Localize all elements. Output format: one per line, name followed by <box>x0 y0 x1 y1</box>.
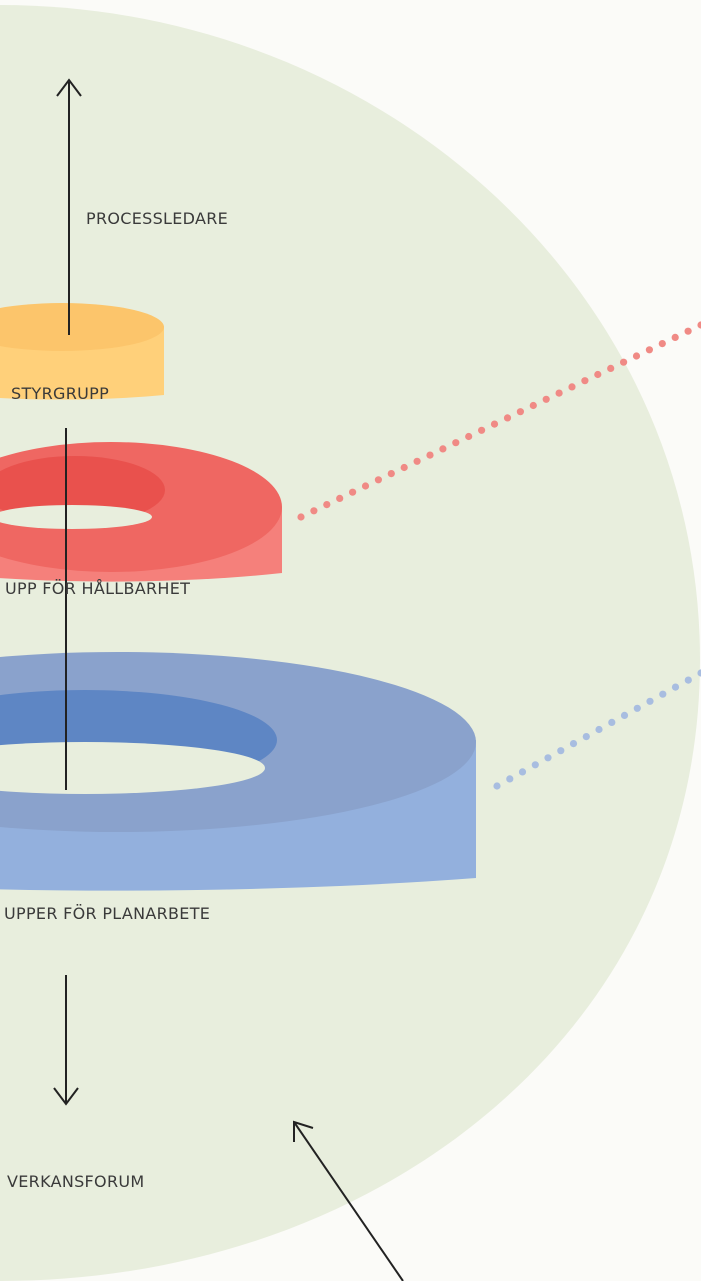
dot <box>608 718 616 727</box>
dot <box>531 761 539 769</box>
dot <box>413 457 421 465</box>
label-planarbete: UPPER FÖR PLANARBETE <box>4 904 210 923</box>
dot <box>490 420 499 428</box>
dot <box>503 414 512 422</box>
dot <box>336 494 344 502</box>
dot <box>632 352 641 360</box>
arrow-down-icon <box>53 1087 79 1106</box>
arrow-up-icon <box>56 78 82 97</box>
disc-styrgrupp <box>0 303 164 400</box>
ring-hallbarhet <box>0 442 282 582</box>
dot <box>478 426 486 434</box>
dot <box>387 470 395 478</box>
dot <box>697 669 701 677</box>
background-half-circle <box>0 5 700 1281</box>
dot <box>582 733 590 741</box>
dot <box>542 395 550 403</box>
dot <box>297 513 305 521</box>
dot <box>310 507 318 515</box>
dot <box>645 346 654 354</box>
dot <box>516 408 525 416</box>
dot <box>697 321 701 329</box>
dot <box>452 439 460 447</box>
dot <box>658 340 666 348</box>
dot <box>349 488 357 496</box>
dot <box>659 690 667 698</box>
dot <box>557 747 565 755</box>
dot <box>684 676 692 684</box>
dot <box>684 327 692 335</box>
label-styrgrupp: STYRGRUPP <box>11 384 109 403</box>
label-verkansforum: VERKANSFORUM <box>7 1172 144 1191</box>
blue-dotted-line <box>493 669 701 790</box>
dot <box>581 377 589 385</box>
dot <box>568 383 576 391</box>
dot <box>439 445 447 453</box>
dot <box>323 501 331 509</box>
dot <box>465 432 473 441</box>
dot <box>620 358 628 366</box>
label-processledare: PROCESSLEDARE <box>86 209 228 228</box>
dot <box>529 401 537 410</box>
dot <box>646 697 654 705</box>
dot <box>544 754 552 762</box>
dot <box>518 768 527 776</box>
label-hallbarhet: UPP FÖR HÅLLBARHET <box>5 579 190 598</box>
dot <box>671 683 680 691</box>
dot <box>493 782 501 790</box>
ring-planarbete <box>0 652 476 891</box>
dot <box>400 463 408 472</box>
dot <box>569 740 578 748</box>
dot <box>671 333 679 341</box>
dot <box>374 476 382 484</box>
dot <box>426 451 434 459</box>
red-dotted-line <box>297 321 701 521</box>
arrow-up-left-icon <box>293 1120 404 1281</box>
dot <box>361 482 370 490</box>
dot <box>555 389 563 397</box>
dot <box>595 725 603 734</box>
dot <box>620 711 629 720</box>
dot <box>633 704 641 712</box>
dot <box>607 364 615 372</box>
dot <box>506 775 514 783</box>
dot <box>594 370 602 379</box>
